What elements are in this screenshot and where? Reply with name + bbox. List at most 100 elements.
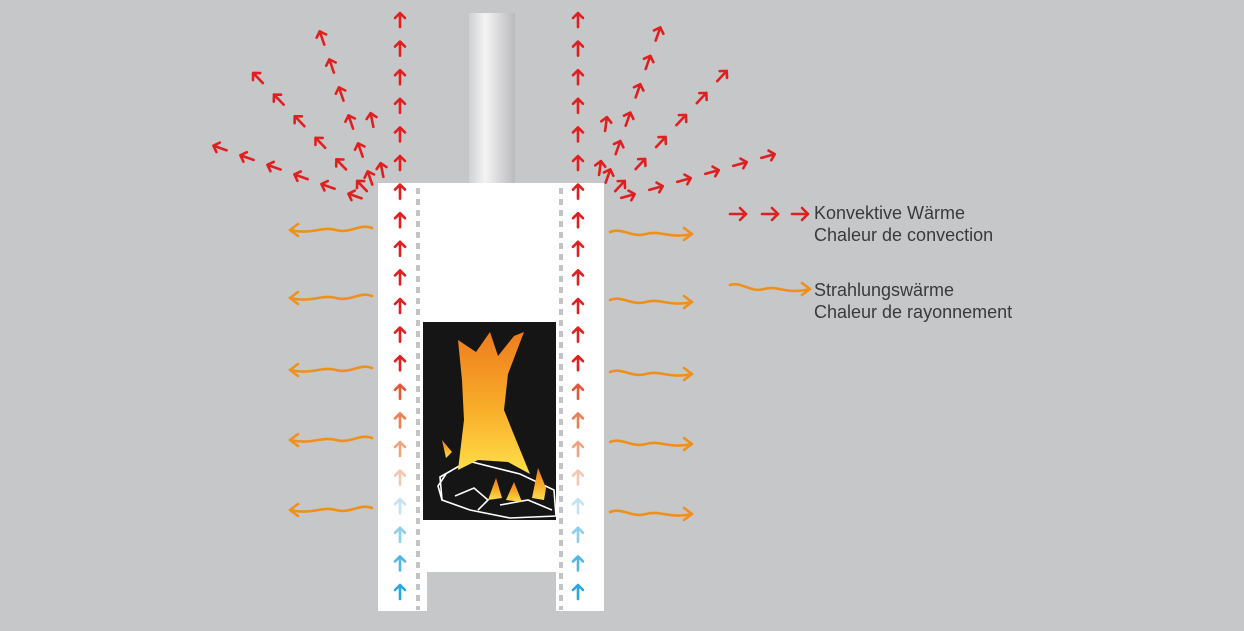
convection-arrow: [393, 11, 407, 29]
convection-arrow: [315, 30, 328, 46]
convection-rays: [212, 26, 777, 202]
convection-arrow: [619, 189, 637, 202]
radiation-waves: [288, 222, 694, 522]
convection-arrow: [393, 240, 407, 258]
convection-arrow: [612, 139, 625, 156]
convection-arrow: [363, 170, 376, 186]
convection-arrow: [393, 469, 407, 486]
convection-arrow: [571, 97, 585, 115]
convection-arrow: [393, 583, 407, 601]
legend-radiation-label-de: Strahlungswärme: [814, 280, 955, 300]
convection-arrow: [634, 157, 647, 171]
convection-arrow: [212, 141, 228, 154]
convection-arrow: [393, 269, 407, 286]
convection-arrow: [393, 526, 407, 544]
legend-convection: Konvektive Wärme Chaleur de convection: [728, 202, 993, 246]
convection-arrow: [334, 158, 348, 171]
convection-arrow: [642, 54, 655, 71]
radiation-wave-arrow: [288, 362, 374, 378]
convection-arrow: [571, 526, 585, 544]
convection-arrow: [571, 326, 585, 343]
convection-arrow: [375, 161, 388, 179]
convection-arrow: [334, 86, 347, 102]
radiation-wave-arrow: [288, 502, 374, 518]
radiation-wave-arrow: [608, 506, 694, 522]
convection-arrow: [571, 154, 585, 172]
convection-arrow: [251, 71, 265, 85]
convection-arrow: [393, 326, 407, 343]
convection-arrow: [571, 383, 585, 401]
convection-arrow: [571, 297, 585, 315]
radiation-wave-arrow: [608, 366, 694, 382]
legend-convection-label-de: Konvektive Wärme: [814, 203, 966, 223]
convection-arrow: [602, 168, 615, 184]
convection-arrow: [622, 111, 635, 128]
wavy-arrow-icon: [728, 281, 812, 297]
legend-radiation-text: Strahlungswärme Chaleur de rayonnement: [814, 279, 1012, 323]
convection-arrow: [355, 179, 369, 193]
convection-arrow: [571, 68, 585, 86]
legend-convection-text: Konvektive Wärme Chaleur de convection: [814, 202, 993, 246]
convection-arrow: [571, 40, 585, 57]
convection-arrow: [347, 189, 363, 202]
convection-arrow: [393, 154, 407, 172]
convection-arrow: [600, 115, 613, 133]
convection-arrow: [703, 165, 721, 178]
convection-arrow: [594, 159, 607, 177]
convection-arrow: [272, 93, 285, 106]
convection-arrow: [320, 179, 336, 192]
radiation-wave-arrow: [608, 294, 694, 310]
convection-arrow: [675, 173, 693, 186]
convection-arrow: [314, 136, 327, 150]
flue-pipe: [469, 13, 515, 188]
convection-arrow: [613, 179, 627, 193]
convection-arrow: [647, 181, 665, 194]
convection-arrow: [571, 469, 585, 486]
radiation-wave-arrow: [608, 436, 694, 452]
convection-arrow: [393, 183, 407, 200]
legend-radiation-label-fr: Chaleur de rayonnement: [814, 302, 1013, 322]
fire-flames: [442, 332, 546, 502]
convection-arrow: [571, 269, 585, 286]
convection-arrow: [266, 160, 282, 173]
radiation-wave-arrow: [288, 222, 374, 238]
convection-arrow: [652, 26, 665, 42]
convection-arrow: [293, 170, 309, 183]
convection-arrow: [344, 114, 357, 130]
convection-arrow: [365, 111, 378, 129]
convection-arrow: [571, 354, 585, 372]
convection-arrow: [239, 150, 255, 163]
convection-arrow: [393, 497, 407, 515]
convection-arrow: [393, 126, 407, 143]
convection-arrow: [571, 11, 585, 29]
convection-arrow: [675, 113, 688, 127]
convection-arrow: [571, 412, 585, 429]
convection-arrow: [715, 69, 729, 83]
convection-arrow: [393, 440, 407, 458]
convection-arrow: [731, 157, 749, 170]
convection-arrow: [353, 142, 366, 158]
convection-arrow: [571, 240, 585, 258]
legend-convection-label-fr: Chaleur de convection: [814, 225, 994, 245]
radiation-wave-arrow: [608, 226, 694, 242]
red-arrow-icon: [728, 206, 810, 222]
convection-arrow: [324, 58, 337, 74]
convection-arrow: [571, 555, 585, 572]
radiation-wave-arrow: [288, 432, 374, 448]
convection-arrow: [393, 555, 407, 572]
convection-arrow: [393, 297, 407, 315]
convection-arrow: [393, 354, 407, 372]
convection-arrow: [654, 135, 668, 149]
convection-arrow: [571, 183, 585, 200]
legend-radiation: Strahlungswärme Chaleur de rayonnement: [728, 279, 1012, 323]
convection-arrow: [393, 412, 407, 429]
convection-arrow: [393, 211, 407, 229]
convection-arrow: [293, 114, 306, 128]
convection-arrow: [571, 583, 585, 601]
convection-arrow: [393, 97, 407, 115]
radiation-wave-arrow: [288, 290, 374, 306]
convection-arrow: [571, 440, 585, 458]
convection-channel-left: [393, 11, 407, 601]
convection-arrow: [759, 149, 777, 162]
